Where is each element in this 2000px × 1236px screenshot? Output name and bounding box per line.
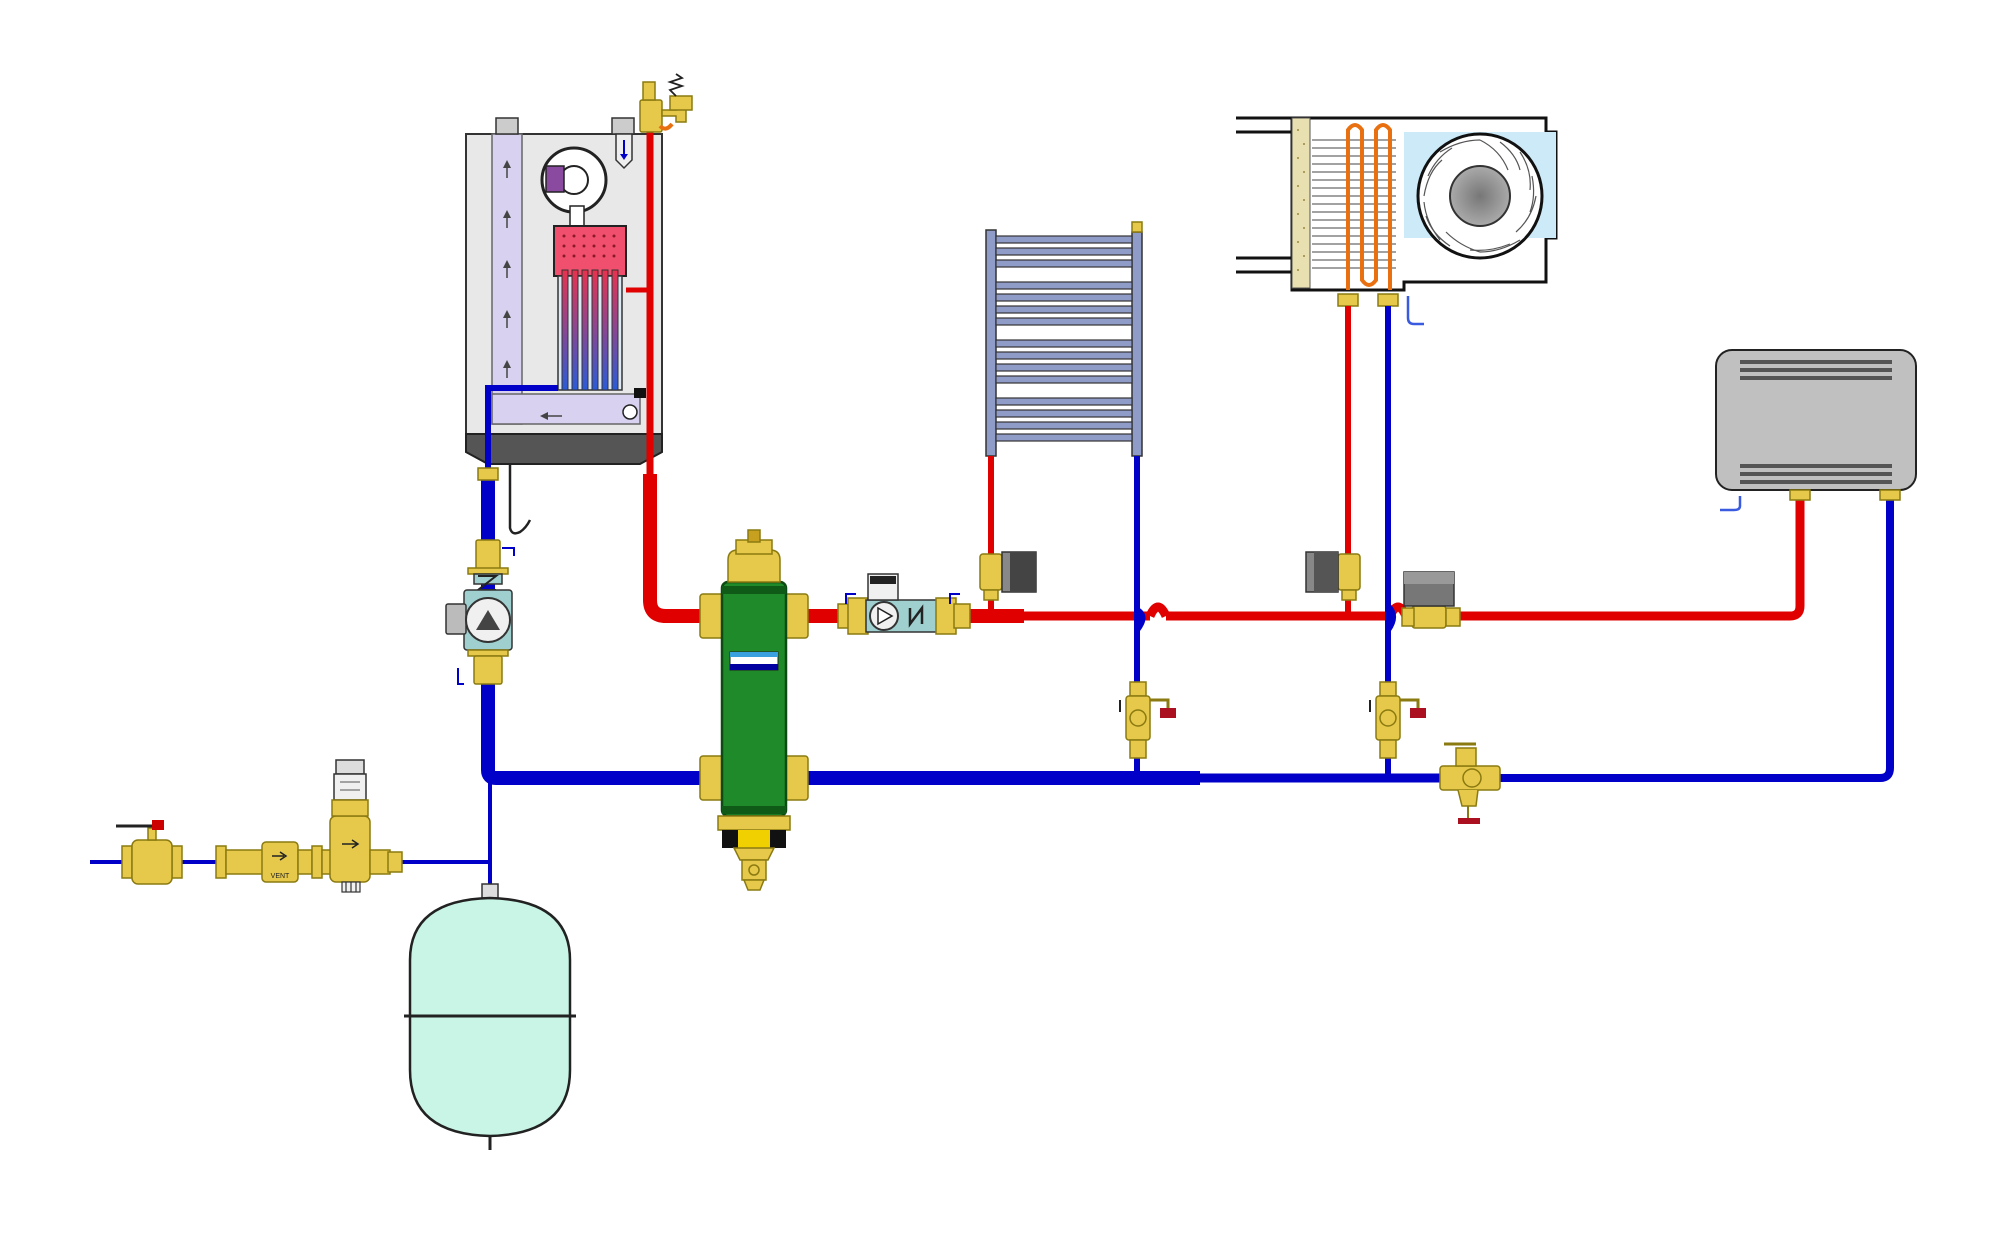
wall-boiler [465, 117, 663, 535]
hydraulic-separator [699, 529, 809, 891]
panel-convector [1715, 349, 1917, 512]
safety-relief-valve [639, 73, 693, 133]
relief-spring [667, 73, 685, 97]
pressure-reducing-valve [321, 759, 403, 893]
supply-header [700, 490, 1805, 623]
boiler-base [465, 433, 663, 465]
fan-coil-unit [1236, 116, 1558, 778]
radiator-zone-valve [979, 551, 1037, 601]
gas-valve [545, 165, 565, 193]
system-pump [837, 573, 971, 635]
vent-label: VENT [271, 873, 290, 880]
panel-grille-bottom [1740, 464, 1892, 484]
fan-blades [1423, 139, 1537, 253]
panel-grille-top [1740, 360, 1892, 380]
fan-coil-condensate [1406, 296, 1424, 326]
internal-return [485, 385, 558, 480]
separator-body [720, 580, 788, 818]
feed-ball-valve [116, 820, 183, 885]
burner-dots [562, 234, 616, 258]
pressure-gauge [622, 404, 638, 420]
hx-tubes [561, 269, 619, 391]
coil-tubes [1346, 123, 1392, 290]
flue-cap-left [495, 117, 519, 135]
prv-strainer [341, 881, 361, 893]
towel-radiator [985, 221, 1146, 778]
flue-bottom [491, 393, 641, 425]
coil-fins [1312, 139, 1396, 269]
panel-zone-valve [1401, 571, 1461, 629]
radiator-balancing-valve [1119, 681, 1176, 759]
fan-hub [1449, 165, 1511, 227]
radiator-bars [995, 235, 1133, 442]
condensate-trap [508, 464, 532, 535]
flue-arrows [503, 160, 562, 420]
panel-condensate [1720, 496, 1742, 512]
relief-discharge [658, 122, 674, 131]
expansion-tank [404, 883, 576, 1150]
fan-coil-balancing-valve [1369, 681, 1426, 759]
fan-coil-zone-valve [1305, 551, 1361, 601]
boiler-supply-riser [643, 116, 700, 623]
boiler-pump [445, 467, 515, 685]
backflow-preventer: VENT [215, 841, 323, 883]
sensor-block [634, 388, 646, 398]
flue-cap-right [611, 117, 635, 135]
panel-balancing-valve [1439, 742, 1501, 824]
heat-exchanger [557, 275, 623, 391]
return-header [481, 480, 1894, 785]
combustion-chamber [553, 225, 627, 277]
